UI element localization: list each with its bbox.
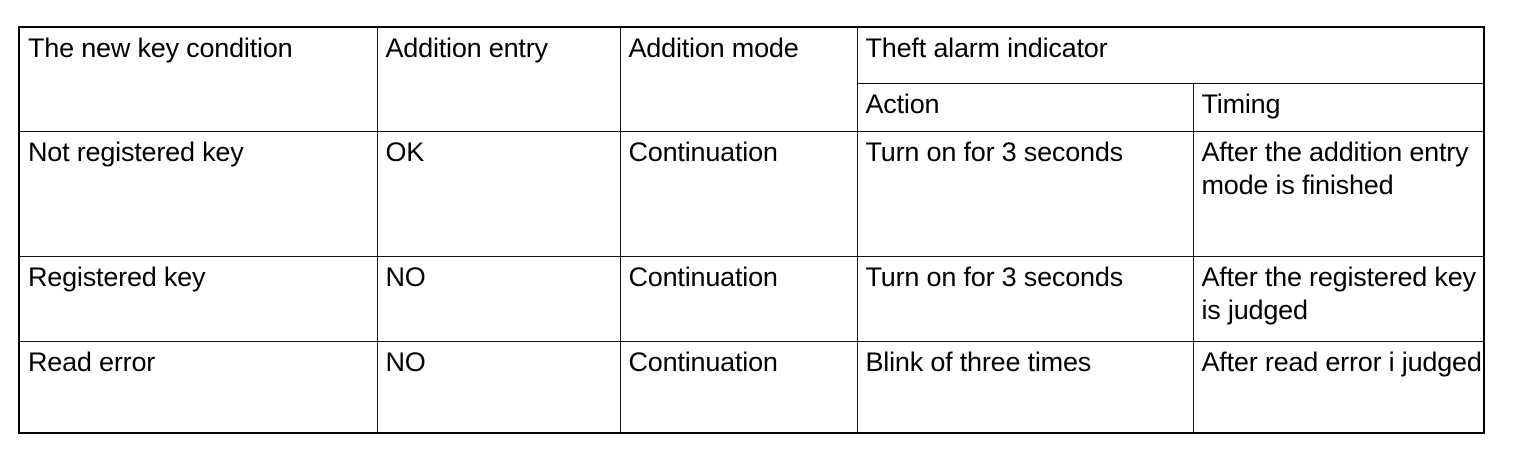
header-theft-alarm-indicator: Theft alarm indicator — [856, 26, 1485, 84]
cell-condition: Read error — [18, 340, 378, 434]
header-row-main: The new key condition Addition entry Add… — [18, 26, 1485, 132]
header-addition-mode: Addition mode — [619, 26, 858, 132]
header-row-sub: Action Timing — [19, 82, 1485, 132]
header-addition-entry: Addition entry — [376, 26, 621, 132]
cell-condition: Not registered key — [18, 130, 378, 257]
cell-timing: After the registered key is judged — [1192, 255, 1485, 342]
table-row: Registered key NO Continuation Turn on f… — [18, 255, 1485, 342]
cell-mode: Continuation — [619, 340, 858, 434]
cell-action: Turn on for 3 seconds — [856, 255, 1194, 342]
cell-mode: Continuation — [619, 130, 858, 257]
header-timing: Timing — [1192, 82, 1485, 132]
cell-timing: After read error i judged — [1192, 340, 1485, 434]
table-row: Not registered key OK Continuation Turn … — [18, 130, 1485, 257]
cell-action: Turn on for 3 seconds — [856, 130, 1194, 257]
cell-entry: NO — [376, 340, 621, 434]
theft-alarm-indicator-table: The new key condition Addition entry Add… — [18, 26, 1485, 434]
cell-timing: After the addition entry mode is finishe… — [1192, 130, 1485, 257]
cell-entry: OK — [376, 130, 621, 257]
header-action: Action — [856, 82, 1194, 132]
table-body: Not registered key OK Continuation Turn … — [18, 130, 1485, 434]
cell-mode: Continuation — [619, 255, 858, 342]
table-row: Read error NO Continuation Blink of thre… — [18, 340, 1485, 434]
table-header: The new key condition Addition entry Add… — [18, 26, 1485, 132]
cell-entry: NO — [376, 255, 621, 342]
cell-action: Blink of three times — [856, 340, 1194, 434]
header-new-key-condition: The new key condition — [18, 26, 378, 132]
spec-table-container: The new key condition Addition entry Add… — [18, 26, 1485, 434]
cell-condition: Registered key — [18, 255, 378, 342]
